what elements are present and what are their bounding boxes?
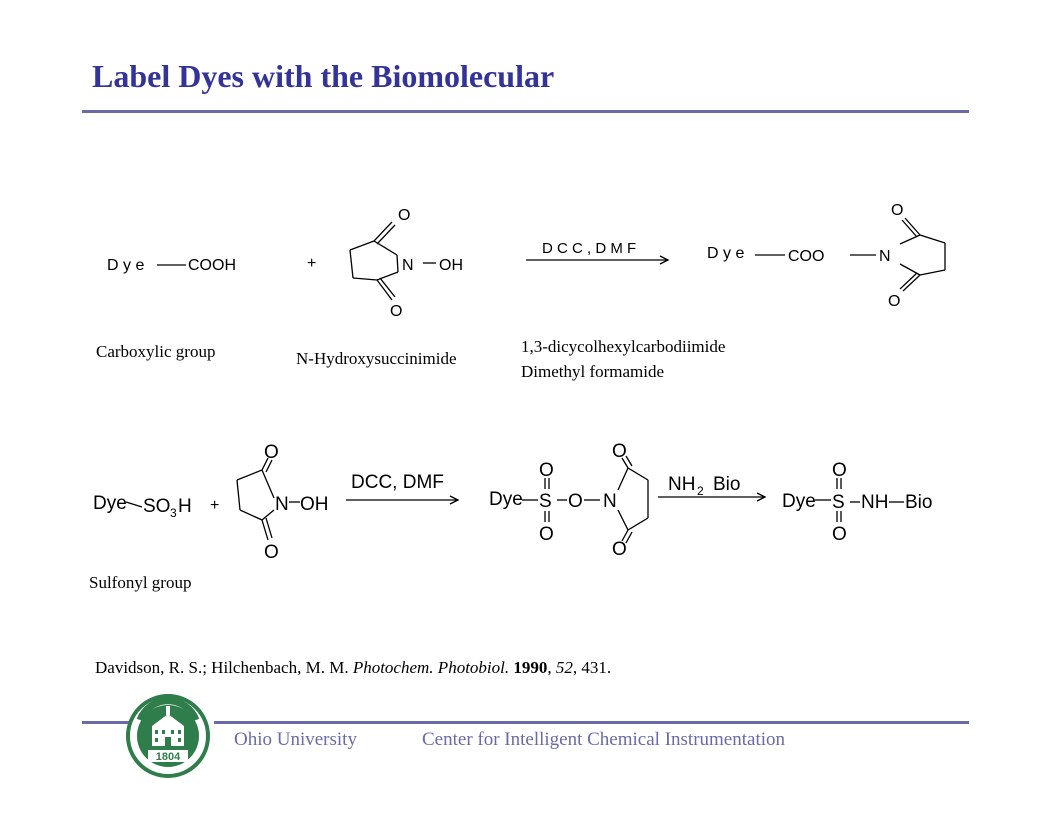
r2-int-dye: Dye <box>489 489 523 510</box>
r2-product-o-top: O <box>832 460 847 481</box>
citation-volume: 52 <box>555 658 573 677</box>
r2-product-nh: NH <box>861 492 888 513</box>
r2-int-o-link: O <box>568 491 583 512</box>
page-title: Label Dyes with the Biomolecular <box>92 58 555 94</box>
r1-nhs-n: N <box>402 257 414 274</box>
r2-reagent-nh: NH <box>668 474 695 495</box>
r2-dye-label: Dye <box>93 493 127 514</box>
r1-product-dye: D y e <box>707 245 744 262</box>
r1-nhs-o-top: O <box>398 207 410 224</box>
r2-reagent-bio: Bio <box>713 474 740 495</box>
r1-product-o-bottom: O <box>888 293 900 310</box>
r2-nhs-o-bottom: O <box>264 542 279 563</box>
caption-reagent-dmf: Dimethyl formamide <box>521 362 665 381</box>
r2-reagents: DCC, DMF <box>351 472 444 493</box>
r2-plus: + <box>210 497 219 514</box>
reaction-1 <box>157 217 946 301</box>
caption-carboxylic-group: Carboxylic group <box>96 342 216 361</box>
citation-pages: 431. <box>581 658 612 677</box>
r2-reagent-subscript: 2 <box>697 484 704 498</box>
r1-reagents: D C C , D M F <box>542 240 636 257</box>
caption-sulfonyl-group: Sulfonyl group <box>89 573 192 592</box>
r2-so-subscript: 3 <box>170 506 177 520</box>
r2-nhs-o-top: O <box>264 442 279 463</box>
seal-year: 1804 <box>156 751 181 763</box>
reaction-2 <box>125 455 904 544</box>
citation: Davidson, R. S.; Hilchenbach, M. M. Phot… <box>95 658 612 677</box>
footer-divider-left <box>82 721 130 724</box>
r2-product-s: S <box>832 492 845 513</box>
title-divider <box>82 110 969 113</box>
citation-authors: Davidson, R. S.; Hilchenbach, M. M. <box>95 658 349 677</box>
r2-h-label: H <box>178 496 192 517</box>
r2-int-n: N <box>603 491 617 512</box>
r1-cooh-label: COOH <box>188 257 236 274</box>
r1-plus: + <box>307 255 316 272</box>
r2-int-s: S <box>539 491 552 512</box>
r2-product-bio: Bio <box>905 492 932 513</box>
reaction-2-labels: Dye SO 3 H + O N OH O DCC, DMF Dye S O O… <box>93 441 932 563</box>
r2-int-o-top: O <box>539 460 554 481</box>
r2-so-label: SO <box>143 496 170 517</box>
r2-product-dye: Dye <box>782 491 816 512</box>
r2-nhs-oh: OH <box>300 494 329 515</box>
r1-dye-label: D y e <box>107 257 144 274</box>
r2-product-o-bottom: O <box>832 524 847 545</box>
r1-product-n: N <box>879 248 891 265</box>
r2-int-ring-o-bottom: O <box>612 539 627 560</box>
ohio-university-seal-logo: 1804 <box>126 694 210 778</box>
caption-n-hydroxysuccinimide: N-Hydroxysuccinimide <box>296 349 457 368</box>
citation-year: 1990 <box>513 658 548 677</box>
footer-university: Ohio University <box>234 729 357 750</box>
r1-product-coo: COO <box>788 248 824 265</box>
footer-divider-right <box>214 721 969 724</box>
r2-nhs-n: N <box>275 494 289 515</box>
citation-journal: Photochem. Photobiol. <box>352 658 510 677</box>
r1-nhs-o-bottom: O <box>390 303 402 320</box>
r2-int-o-bottom: O <box>539 524 554 545</box>
r1-nhs-oh: OH <box>439 257 463 274</box>
r1-product-o-top: O <box>891 202 903 219</box>
reaction-1-labels: D y e COOH + O N OH O D C C , D M F D y … <box>107 202 903 320</box>
caption-reagent-dcc: 1,3-dicycolhexylcarbodiimide <box>521 337 726 356</box>
footer-center: Center for Intelligent Chemical Instrume… <box>422 729 786 750</box>
r2-int-ring-o-top: O <box>612 441 627 462</box>
